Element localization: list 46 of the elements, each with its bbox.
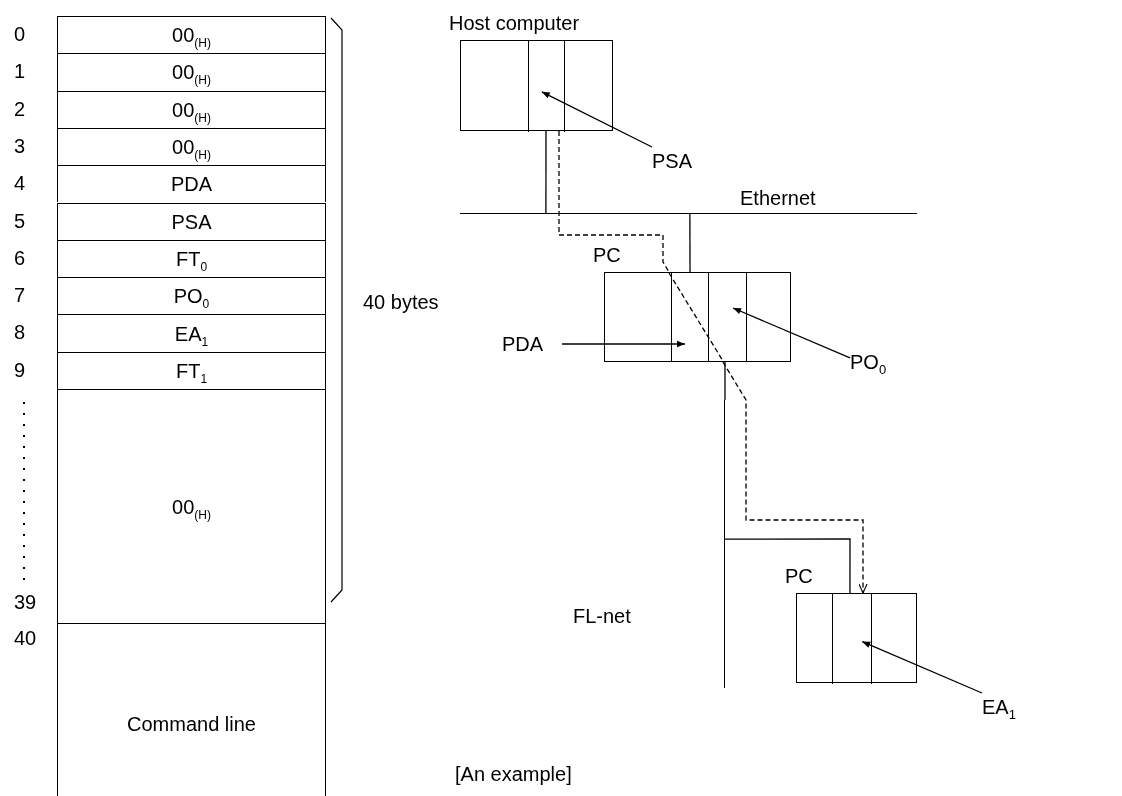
byte-cell: 00$_{(H)}$ xyxy=(57,127,326,166)
row-number: 1 xyxy=(14,59,26,84)
byte-cell: FT$_{1}$ xyxy=(57,351,326,389)
bus-label: Ethernet xyxy=(740,188,816,208)
network-cable xyxy=(724,361,726,401)
byte-cell: FT$_{0}$ xyxy=(57,239,326,278)
byte-cell: PO$_{0}$ xyxy=(57,277,326,315)
byte-cell: PDA xyxy=(57,165,326,203)
device-label: PC xyxy=(785,566,813,586)
byte-cell: 00$_{(H)}$ xyxy=(57,90,326,128)
byte-cell: 00$_{(H)}$ xyxy=(57,389,326,623)
leader-arrow xyxy=(561,340,686,348)
byte-cell: 00$_{(H)}$ xyxy=(57,16,326,54)
callout-label: PDA xyxy=(502,330,562,358)
row-number: 3 xyxy=(14,133,26,158)
byte-cell: EA$_{1}$ xyxy=(57,314,326,352)
row-number: 6 xyxy=(14,245,26,270)
row-number: 2 xyxy=(14,96,26,121)
leader-arrow xyxy=(861,640,983,694)
row-number: 7 xyxy=(14,283,26,308)
bus-label: FL-net xyxy=(573,606,631,626)
row-number: 4 xyxy=(14,171,26,196)
network-cable xyxy=(545,130,547,215)
byte-cell: Command line xyxy=(57,623,326,796)
caption: [An example] xyxy=(455,762,572,786)
module-slot xyxy=(832,594,872,684)
size-label: 40 bytes xyxy=(363,290,439,314)
row-number: 0 xyxy=(14,22,26,46)
row-number: 39 xyxy=(14,590,37,614)
callout-label: PO$_{0}$ xyxy=(850,348,902,376)
network-cable xyxy=(724,538,851,594)
device-label: Host computer xyxy=(449,13,580,33)
leader-arrow xyxy=(541,91,653,148)
device-label: PC xyxy=(593,245,621,265)
callout-label: EA$_{1}$ xyxy=(982,693,1034,721)
module-slot xyxy=(528,41,565,132)
byte-cell: PSA xyxy=(57,202,326,240)
leader-arrow xyxy=(732,307,851,359)
row-number: 9 xyxy=(14,357,26,382)
byte-cell: 00$_{(H)}$ xyxy=(57,53,326,91)
network-cable xyxy=(689,213,691,273)
row-number: 5 xyxy=(14,208,26,233)
callout-label: PSA xyxy=(652,147,718,175)
row-number: 40 xyxy=(14,626,37,650)
row-number: 8 xyxy=(14,320,26,345)
data-path-arrow xyxy=(722,361,868,594)
